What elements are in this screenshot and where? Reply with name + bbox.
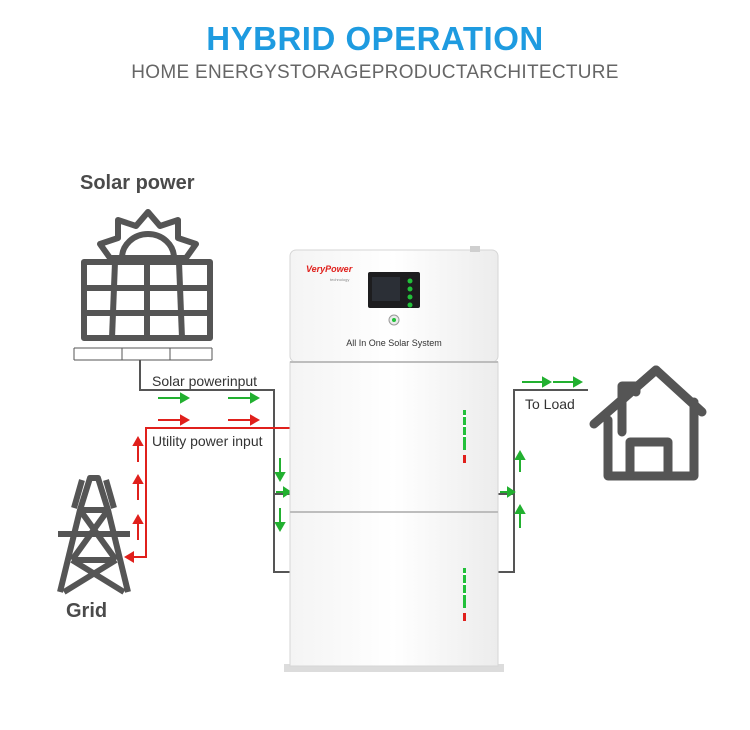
page-title: HYBRID OPERATION: [206, 20, 544, 57]
device-name: All In One Solar System: [346, 338, 442, 348]
solar-input-line: [139, 360, 290, 573]
house-icon: [589, 365, 707, 481]
bottom-led-strip: [463, 568, 466, 608]
solar-panel-icon: [81, 209, 213, 341]
load-flow-arrows: [500, 376, 584, 528]
grid-connection-arrow: [124, 551, 134, 563]
utility-input-line: [132, 427, 290, 558]
unit-bottom-module: [289, 511, 499, 667]
solar-power-input-label: Solar powerinput: [152, 373, 258, 389]
solar-panel-base: [73, 347, 213, 361]
page-subtitle: HOME ENERGYSTORAGEPRODUCTARCHITECTURE: [131, 62, 619, 83]
unit-middle-module: [289, 361, 499, 513]
grid-label: Grid: [66, 600, 108, 622]
unit-base: [284, 664, 504, 672]
middle-led-strip: [463, 410, 466, 450]
brand-logo: VeryPower: [306, 264, 353, 274]
transmission-tower-icon: [57, 475, 131, 595]
unit-top-handle: [470, 246, 480, 252]
to-load-label: To Load: [525, 396, 575, 412]
load-output-line: [498, 389, 588, 573]
middle-led-red: [463, 455, 466, 463]
solar-power-label: Solar power: [80, 172, 195, 194]
all-in-one-unit: [284, 246, 504, 672]
bottom-led-red: [463, 613, 466, 621]
brand-tagline: technology: [330, 277, 349, 282]
utility-power-input-label: Utility power input: [152, 433, 263, 449]
utility-flow-arrows: [132, 414, 261, 540]
solar-flow-arrows: [158, 392, 292, 533]
